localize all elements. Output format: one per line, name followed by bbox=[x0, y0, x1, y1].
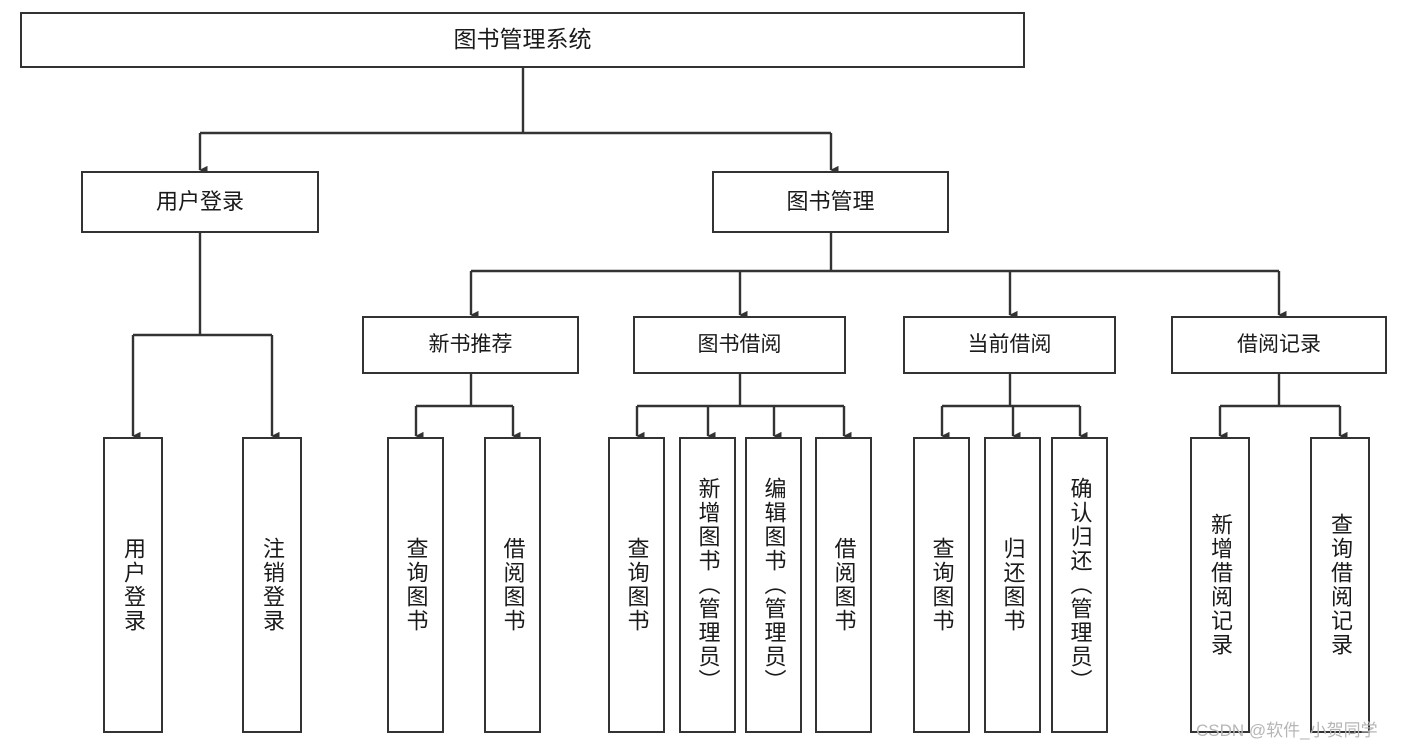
node-leaf-12[interactable]: 新增借阅记录 bbox=[1190, 437, 1250, 733]
node-label: 用户登录 bbox=[155, 189, 244, 215]
node-label: 编辑图书（管理员） bbox=[761, 477, 787, 693]
node-leaf-7[interactable]: 编辑图书（管理员） bbox=[745, 437, 802, 733]
node-leaf-4[interactable]: 借阅图书 bbox=[484, 437, 541, 733]
node-label: 借阅图书 bbox=[500, 537, 526, 633]
node-label: 确认归还（管理员） bbox=[1067, 477, 1093, 693]
node-label: 查询图书 bbox=[624, 537, 650, 633]
node-label: 用户登录 bbox=[121, 537, 146, 633]
node-login[interactable]: 用户登录 bbox=[81, 171, 319, 233]
node-leaf-11[interactable]: 确认归还（管理员） bbox=[1051, 437, 1108, 733]
node-newbook[interactable]: 新书推荐 bbox=[362, 316, 579, 374]
node-bookmgmt[interactable]: 图书管理 bbox=[712, 171, 949, 233]
node-label: 查询图书 bbox=[929, 537, 955, 633]
csdn-watermark: CSDN @软件_小贺同学 bbox=[1196, 721, 1378, 740]
node-label: 借阅图书 bbox=[831, 537, 857, 633]
node-leaf-10[interactable]: 归还图书 bbox=[984, 437, 1041, 733]
node-label: 新增图书（管理员） bbox=[695, 477, 721, 693]
node-leaf-13[interactable]: 查询借阅记录 bbox=[1310, 437, 1370, 733]
node-label: 查询图书 bbox=[403, 537, 429, 633]
node-label: 图书管理 bbox=[786, 189, 875, 215]
node-label: 新增借阅记录 bbox=[1208, 513, 1233, 657]
node-leaf-9[interactable]: 查询图书 bbox=[913, 437, 970, 733]
node-leaf-8[interactable]: 借阅图书 bbox=[815, 437, 872, 733]
node-label: 图书借阅 bbox=[697, 332, 782, 356]
node-label: 借阅记录 bbox=[1237, 332, 1321, 356]
node-current[interactable]: 当前借阅 bbox=[903, 316, 1116, 374]
node-records[interactable]: 借阅记录 bbox=[1171, 316, 1387, 374]
node-leaf-2[interactable]: 注销登录 bbox=[242, 437, 302, 733]
node-leaf-5[interactable]: 查询图书 bbox=[608, 437, 665, 733]
node-root[interactable]: 图书管理系统 bbox=[20, 12, 1025, 68]
node-leaf-1[interactable]: 用户登录 bbox=[103, 437, 163, 733]
node-label: 注销登录 bbox=[260, 537, 285, 633]
node-label: 归还图书 bbox=[1000, 537, 1026, 633]
node-label: 当前借阅 bbox=[967, 332, 1052, 356]
node-borrow[interactable]: 图书借阅 bbox=[633, 316, 846, 374]
node-label: 新书推荐 bbox=[428, 332, 513, 356]
node-leaf-3[interactable]: 查询图书 bbox=[387, 437, 444, 733]
node-label: 图书管理系统 bbox=[453, 26, 592, 53]
tree-connectors bbox=[131, 68, 1348, 441]
node-label: 查询借阅记录 bbox=[1328, 513, 1353, 657]
node-leaf-6[interactable]: 新增图书（管理员） bbox=[679, 437, 736, 733]
